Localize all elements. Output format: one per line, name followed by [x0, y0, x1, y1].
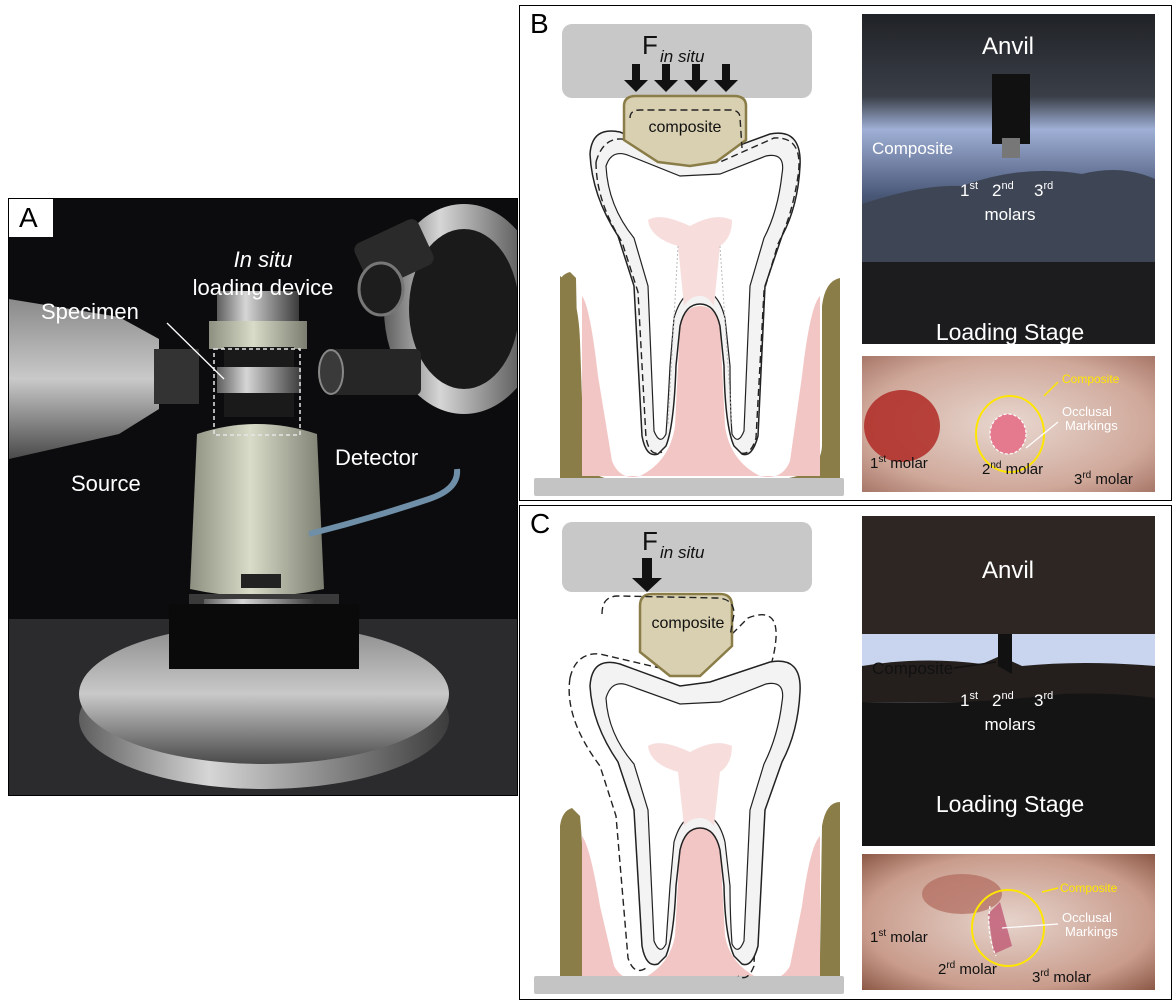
panel-a-photo: In situ loading device Specimen Detector…	[9, 199, 517, 795]
panel-c-occlusal-label-1: Occlusal	[1062, 910, 1112, 925]
panel-a: In situ loading device Specimen Detector…	[8, 198, 518, 796]
panel-c-tooth-diagram: F in situ composite	[520, 506, 850, 999]
panel-b-molars-label: molars	[984, 205, 1035, 224]
in-situ-label-line2: loading device	[193, 275, 334, 300]
panel-b-occlusal-label-1: Occlusal	[1062, 404, 1112, 419]
panel-b-composite-photo-label: Composite	[872, 139, 953, 158]
panel-c-composite-photo-label: Composite	[872, 659, 953, 678]
panel-b-composite-label: composite	[649, 119, 722, 136]
panel-b-occlusal-label-2: Markings	[1065, 418, 1118, 433]
panel-b-loading-stage-label: Loading Stage	[936, 319, 1084, 344]
in-situ-label-line1: In situ	[234, 247, 293, 272]
panel-c-occlusal-label-2: Markings	[1065, 924, 1118, 939]
panel-c-photo-composite-label: Composite	[1060, 881, 1118, 895]
panel-c-force-main: F	[642, 526, 658, 556]
panel-a-letter: A	[19, 202, 38, 234]
panel-b-photo-bottom: Composite Occlusal Markings 1st molar 2n…	[862, 356, 1155, 492]
panel-c: C F in situ composite	[519, 505, 1172, 1000]
panel-b-force-sub: in situ	[660, 47, 705, 66]
gum-shape	[582, 296, 820, 477]
panel-c-photo-top: Anvil Composite 1st 2nd 3rd molars Loadi…	[862, 516, 1155, 846]
panel-b-anvil-label: Anvil	[982, 33, 1034, 60]
panel-c-composite-label: composite	[652, 615, 725, 632]
panel-b-force-main: F	[642, 30, 658, 60]
panel-b-photo-composite-label: Composite	[1062, 372, 1120, 386]
panel-c-force-sub: in situ	[660, 543, 705, 562]
panel-b-tooth-diagram: F in situ composite	[520, 6, 850, 500]
panel-c-anvil-label: Anvil	[982, 557, 1034, 584]
specimen-label: Specimen	[41, 299, 139, 324]
detector-label: Detector	[335, 445, 418, 470]
panel-b: B F in situ composite	[519, 5, 1172, 501]
panel-b-photo-top: Anvil Composite 1st 2nd 3rd molars Loadi…	[862, 14, 1155, 344]
source-label: Source	[71, 471, 141, 496]
panel-c-photo-bottom: Composite Occlusal Markings 1st molar 2r…	[862, 854, 1155, 990]
panel-c-loading-stage-label: Loading Stage	[936, 791, 1084, 817]
panel-c-molars-label: molars	[984, 715, 1035, 734]
